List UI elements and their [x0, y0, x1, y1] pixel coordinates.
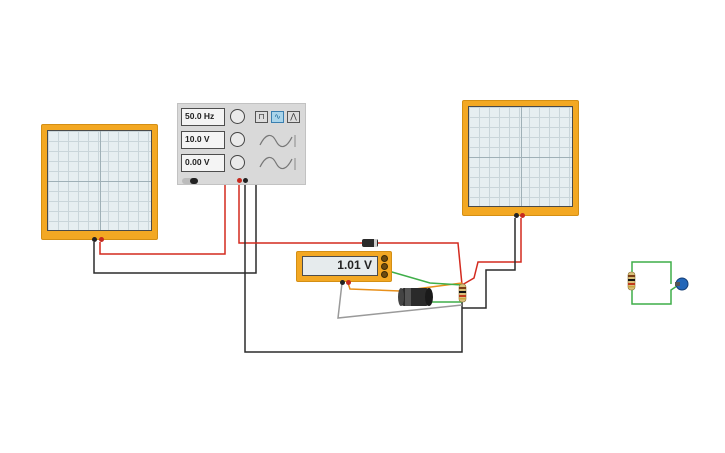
amplitude-field[interactable]: 10.0 V	[181, 131, 225, 149]
offset-knob[interactable]	[230, 155, 245, 170]
wire-green-loop[interactable]	[631, 261, 681, 305]
oscilloscope-right-terminal-black[interactable]	[514, 213, 519, 218]
power-switch[interactable]	[182, 178, 198, 184]
capacitor[interactable]	[398, 288, 433, 306]
resistor-main[interactable]	[458, 283, 467, 303]
blue-component[interactable]	[675, 277, 689, 291]
multimeter-terminal-black[interactable]	[340, 280, 345, 285]
fgen-terminal-red[interactable]	[237, 178, 242, 183]
oscilloscope-left[interactable]	[41, 124, 158, 242]
amplitude-knob[interactable]	[230, 132, 245, 147]
offset-wave-icon	[259, 156, 296, 170]
wire-gray-mm[interactable]	[337, 282, 463, 319]
oscilloscope-left-axis-v	[99, 131, 101, 230]
square-wave-button[interactable]: ⊓	[255, 111, 268, 123]
offset-field[interactable]: 0.00 V	[181, 154, 225, 172]
multimeter-display: 1.01 V	[302, 256, 378, 276]
wire-green-1[interactable]	[384, 269, 463, 286]
oscilloscope-right-screen	[468, 106, 573, 207]
oscilloscope-right[interactable]	[462, 100, 579, 218]
frequency-knob[interactable]	[230, 109, 245, 124]
wire-red-fgen-diode[interactable]	[238, 182, 362, 244]
wire-red-scope2[interactable]	[461, 218, 522, 286]
frequency-field[interactable]: 50.0 Hz	[181, 108, 225, 126]
sine-wave-button[interactable]: ∿	[271, 111, 284, 123]
multimeter[interactable]: 1.01 V	[296, 251, 392, 285]
wire-orange-mm[interactable]	[347, 282, 463, 292]
fgen-terminal-black[interactable]	[243, 178, 248, 183]
multimeter-mode-amp[interactable]	[381, 255, 388, 262]
oscilloscope-right-terminal-red[interactable]	[520, 213, 525, 218]
resistor-isolated[interactable]	[627, 271, 636, 291]
power-switch-nub	[190, 178, 198, 184]
triangle-wave-button[interactable]: ⋀	[287, 111, 300, 123]
oscilloscope-right-axis-v	[520, 107, 522, 206]
wire-black-scope2[interactable]	[462, 218, 516, 309]
oscilloscope-left-terminal-black[interactable]	[92, 237, 97, 242]
diode[interactable]	[362, 239, 378, 247]
oscilloscope-left-terminal-red[interactable]	[99, 237, 104, 242]
function-generator[interactable]: 50.0 Hz 10.0 V 0.00 V ⊓ ∿ ⋀	[177, 103, 306, 185]
amplitude-wave-icon	[259, 134, 296, 148]
wire-red-diode-node[interactable]	[378, 242, 463, 286]
multimeter-terminal-red[interactable]	[346, 280, 351, 285]
wire-black-fgen-ground[interactable]	[244, 182, 463, 353]
multimeter-mode-volt[interactable]	[381, 263, 388, 270]
oscilloscope-left-screen	[47, 130, 152, 231]
multimeter-mode-ohm[interactable]	[381, 271, 388, 278]
